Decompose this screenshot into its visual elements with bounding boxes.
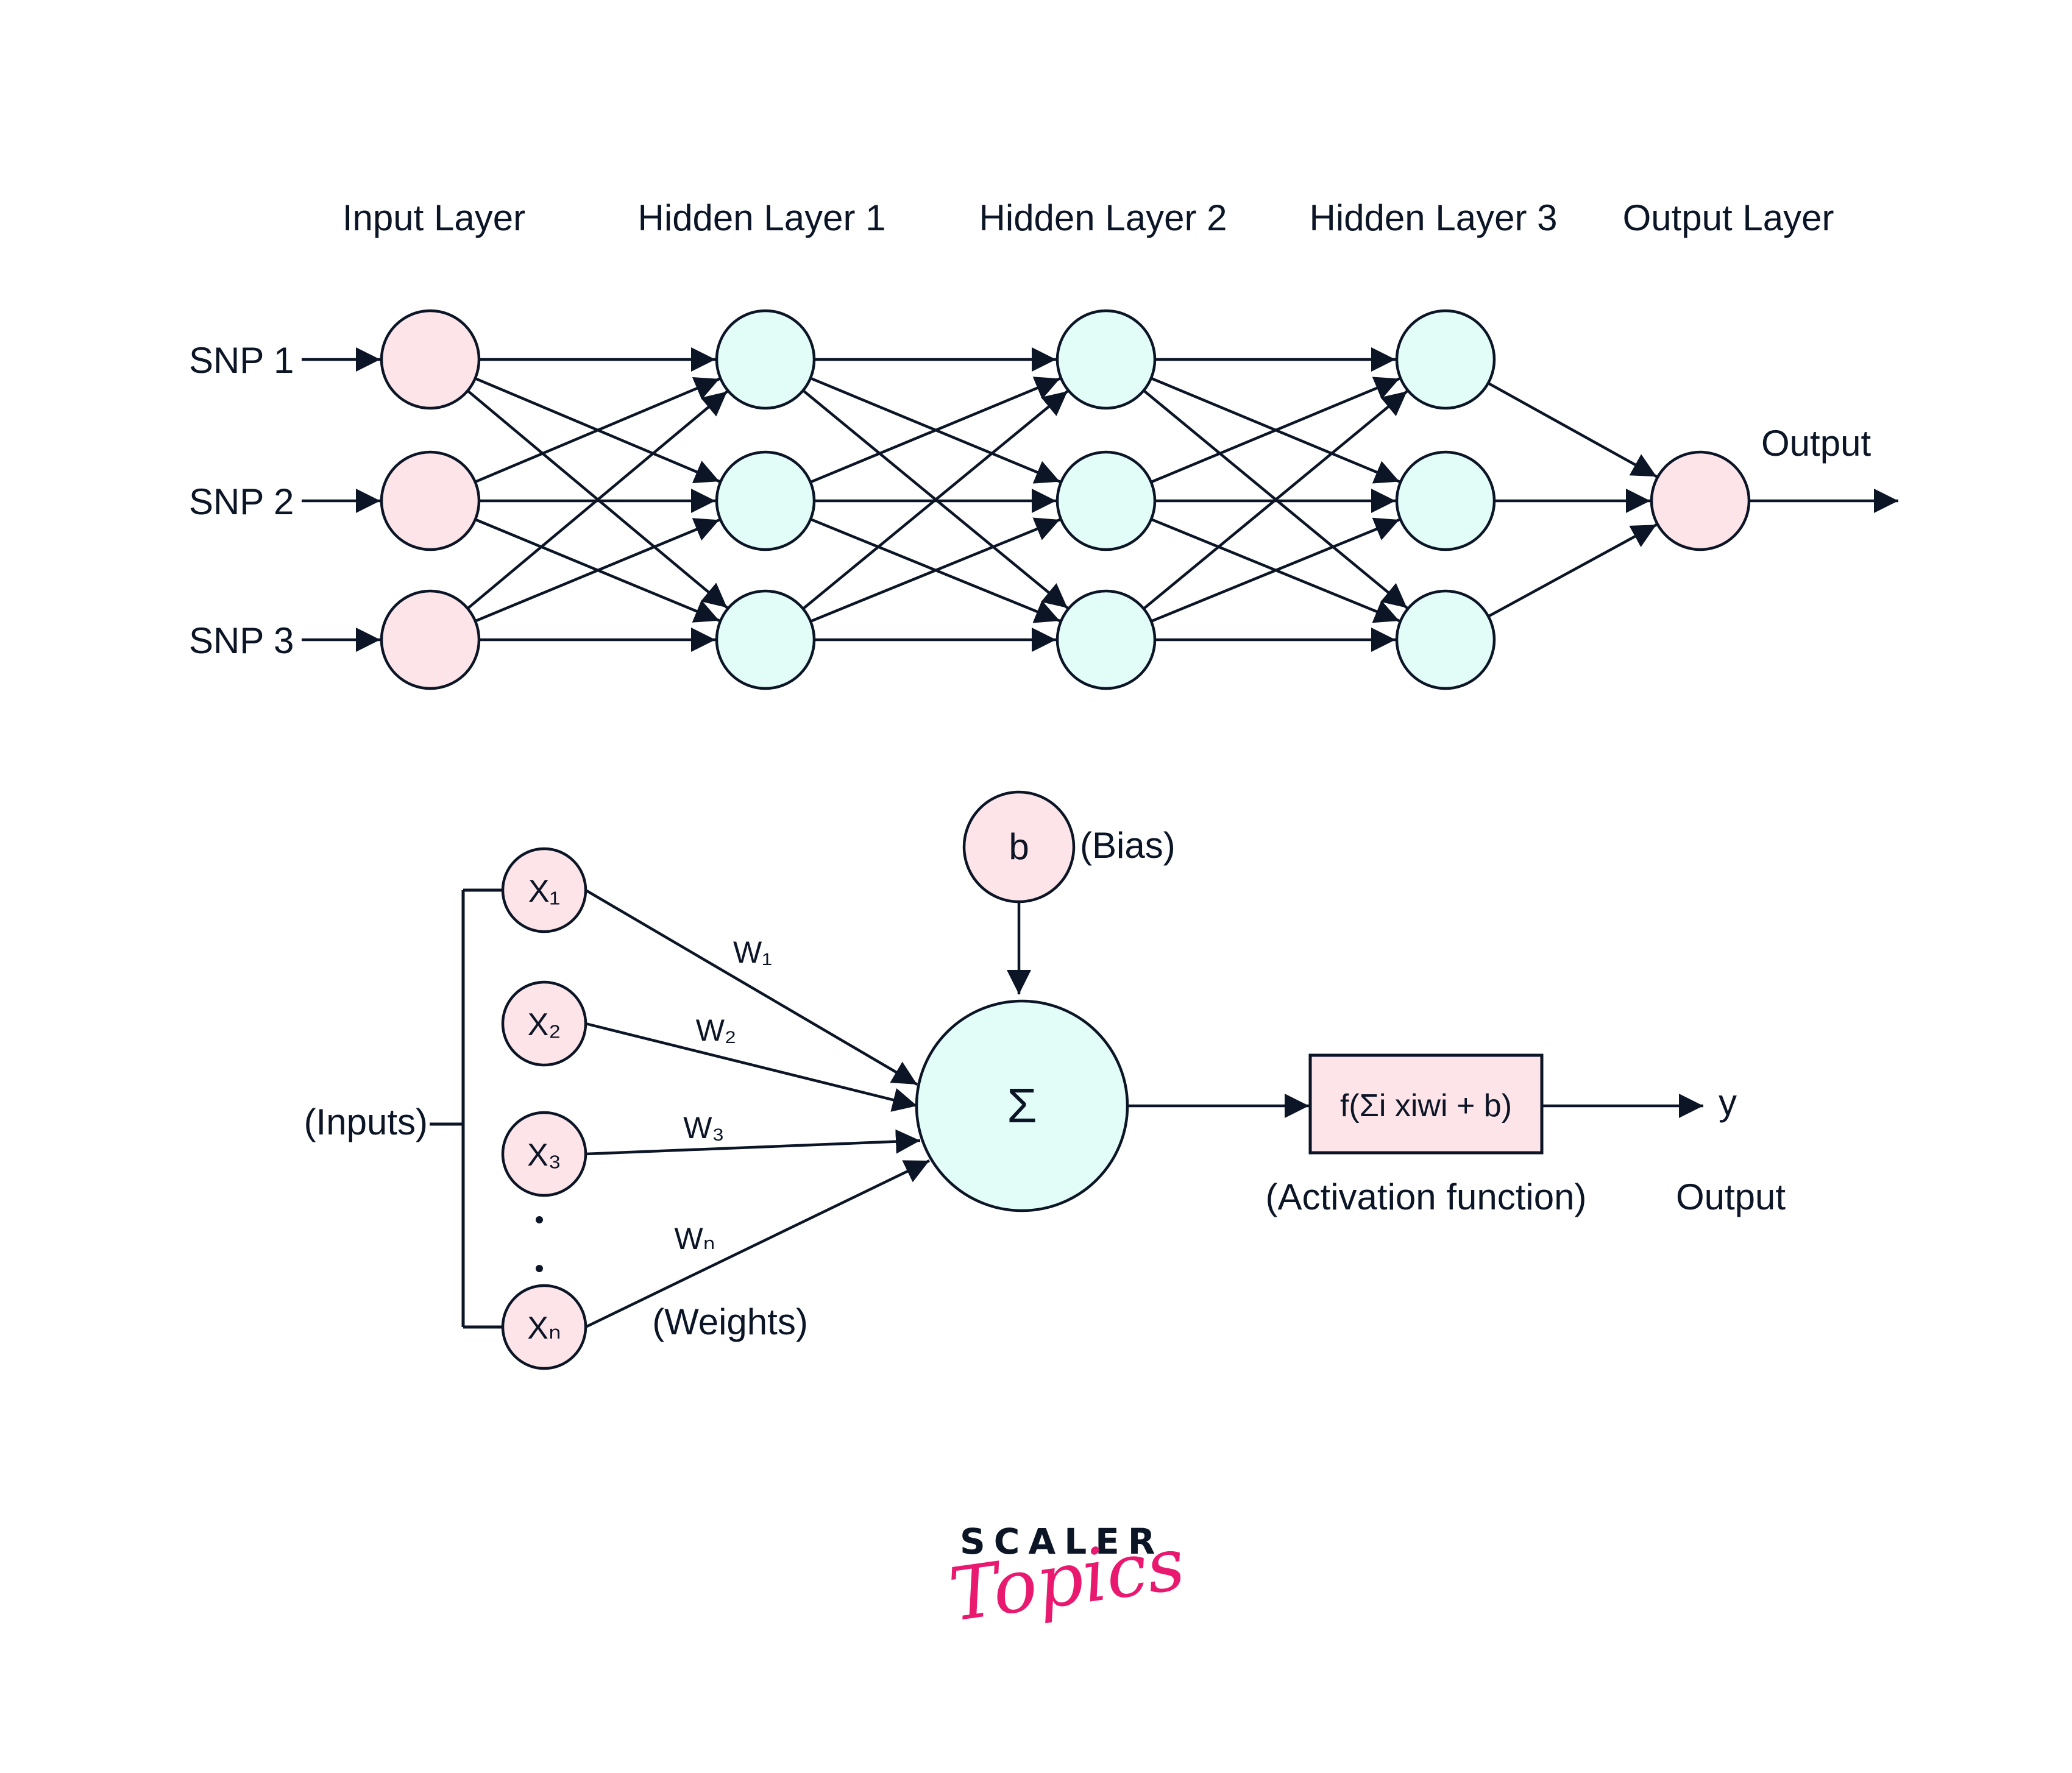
ellipsis-dot (536, 1216, 543, 1223)
input-node-xn: Xₙ (501, 1284, 587, 1370)
output-symbol: y (1719, 1082, 1737, 1123)
hidden-node-layer1-3 (715, 589, 816, 690)
input-node-layer0-3 (380, 589, 481, 690)
input-node-x2: X₂ (501, 980, 587, 1067)
edge-l0-n3-to-l1-n1 (466, 390, 728, 610)
layer-title-output: Output Layer (1623, 197, 1834, 238)
output-node-layer4-1 (1650, 450, 1751, 551)
bias-caption: (Bias) (1080, 825, 1176, 866)
input-node-x3-label: X₃ (527, 1138, 561, 1173)
network-connections (302, 347, 1898, 652)
input-label-snp1: SNP 1 (189, 340, 294, 381)
edge-l1-n2-to-l2-n1 (810, 377, 1061, 484)
inputs-bracket (430, 888, 503, 1329)
input-label-snp3: SNP 3 (189, 620, 294, 661)
input-node-xn-label: Xₙ (527, 1311, 561, 1346)
weight-edge-1 (584, 889, 918, 1086)
network-output-label: Output (1761, 423, 1871, 464)
hidden-node-layer1-2 (715, 450, 816, 551)
input-node-x3: X₃ (501, 1111, 587, 1197)
bias-symbol: b (1009, 826, 1029, 867)
weight-edges (584, 889, 930, 1329)
edge-l3-n1-to-l4-n1 (1487, 381, 1658, 478)
hidden-node-layer3-1 (1395, 309, 1496, 410)
input-node-x1-label: X₁ (528, 874, 560, 909)
edge-l2-n2-to-l3-n1 (1150, 377, 1400, 484)
layer-title-hidden-3: Hidden Layer 3 (1310, 197, 1558, 238)
logo-scaler-text: SCALER (960, 1521, 1163, 1562)
activation-formula: f(Σi xiwi + b) (1340, 1088, 1512, 1124)
hidden-node-layer3-2 (1395, 450, 1496, 551)
weight-edge-n (585, 1159, 930, 1329)
layer-title-hidden-2: Hidden Layer 2 (979, 197, 1227, 238)
input-node-x1: X₁ (501, 847, 587, 933)
weight-label-n: Wₙ (674, 1222, 715, 1256)
input-labels: SNP 1 SNP 2 SNP 3 (189, 340, 294, 661)
edge-l0-n3-to-l1-n2 (475, 518, 720, 623)
ellipsis-dot (536, 1265, 543, 1272)
inputs-caption: (Inputs) (304, 1102, 428, 1142)
network-nodes (380, 309, 1751, 690)
hidden-node-layer2-1 (1056, 309, 1157, 410)
hidden-node-layer1-1 (715, 309, 816, 410)
sum-symbol: Σ (1007, 1078, 1037, 1133)
weight-labels: W₁ W₂ W₃ Wₙ (674, 935, 772, 1256)
weight-label-3: W₃ (683, 1111, 725, 1145)
activation-box: f(Σi xiwi + b) (1308, 1053, 1544, 1155)
output-caption: Output (1676, 1177, 1786, 1217)
weights-caption: (Weights) (652, 1301, 808, 1342)
weight-label-2: W₂ (696, 1013, 737, 1047)
layer-titles: Input Layer Hidden Layer 1 Hidden Layer … (342, 197, 1834, 238)
edge-l1-n3-to-l2-n1 (802, 390, 1069, 610)
layer-title-hidden-1: Hidden Layer 1 (638, 197, 886, 238)
weight-edge-3 (585, 1129, 921, 1156)
scaler-topics-logo: SCALER Topics (945, 1521, 1190, 1638)
input-label-snp2: SNP 2 (189, 481, 294, 522)
edge-l2-n3-to-l3-n1 (1143, 390, 1408, 610)
edge-l1-n3-to-l2-n2 (810, 517, 1060, 623)
weight-label-1: W₁ (733, 935, 772, 969)
activation-caption: (Activation function) (1266, 1177, 1587, 1217)
input-node-layer0-1 (380, 309, 481, 410)
edge-l0-n2-to-l1-n1 (474, 377, 720, 483)
summation-node: Σ (915, 999, 1129, 1212)
hidden-node-layer2-2 (1056, 450, 1157, 551)
hidden-node-layer2-3 (1056, 589, 1157, 690)
input-nodes: X₁ X₂ X₃ Xₙ (501, 847, 587, 1370)
input-node-layer0-2 (380, 450, 481, 551)
edge-l3-n3-to-l4-n1 (1488, 523, 1658, 618)
bias-node: b (962, 790, 1076, 904)
edge-l2-n3-to-l3-n2 (1151, 517, 1400, 623)
layer-title-input: Input Layer (342, 197, 525, 238)
hidden-node-layer3-3 (1395, 589, 1496, 690)
input-node-x2-label: X₂ (528, 1007, 561, 1042)
weight-edge-2 (585, 1022, 918, 1112)
